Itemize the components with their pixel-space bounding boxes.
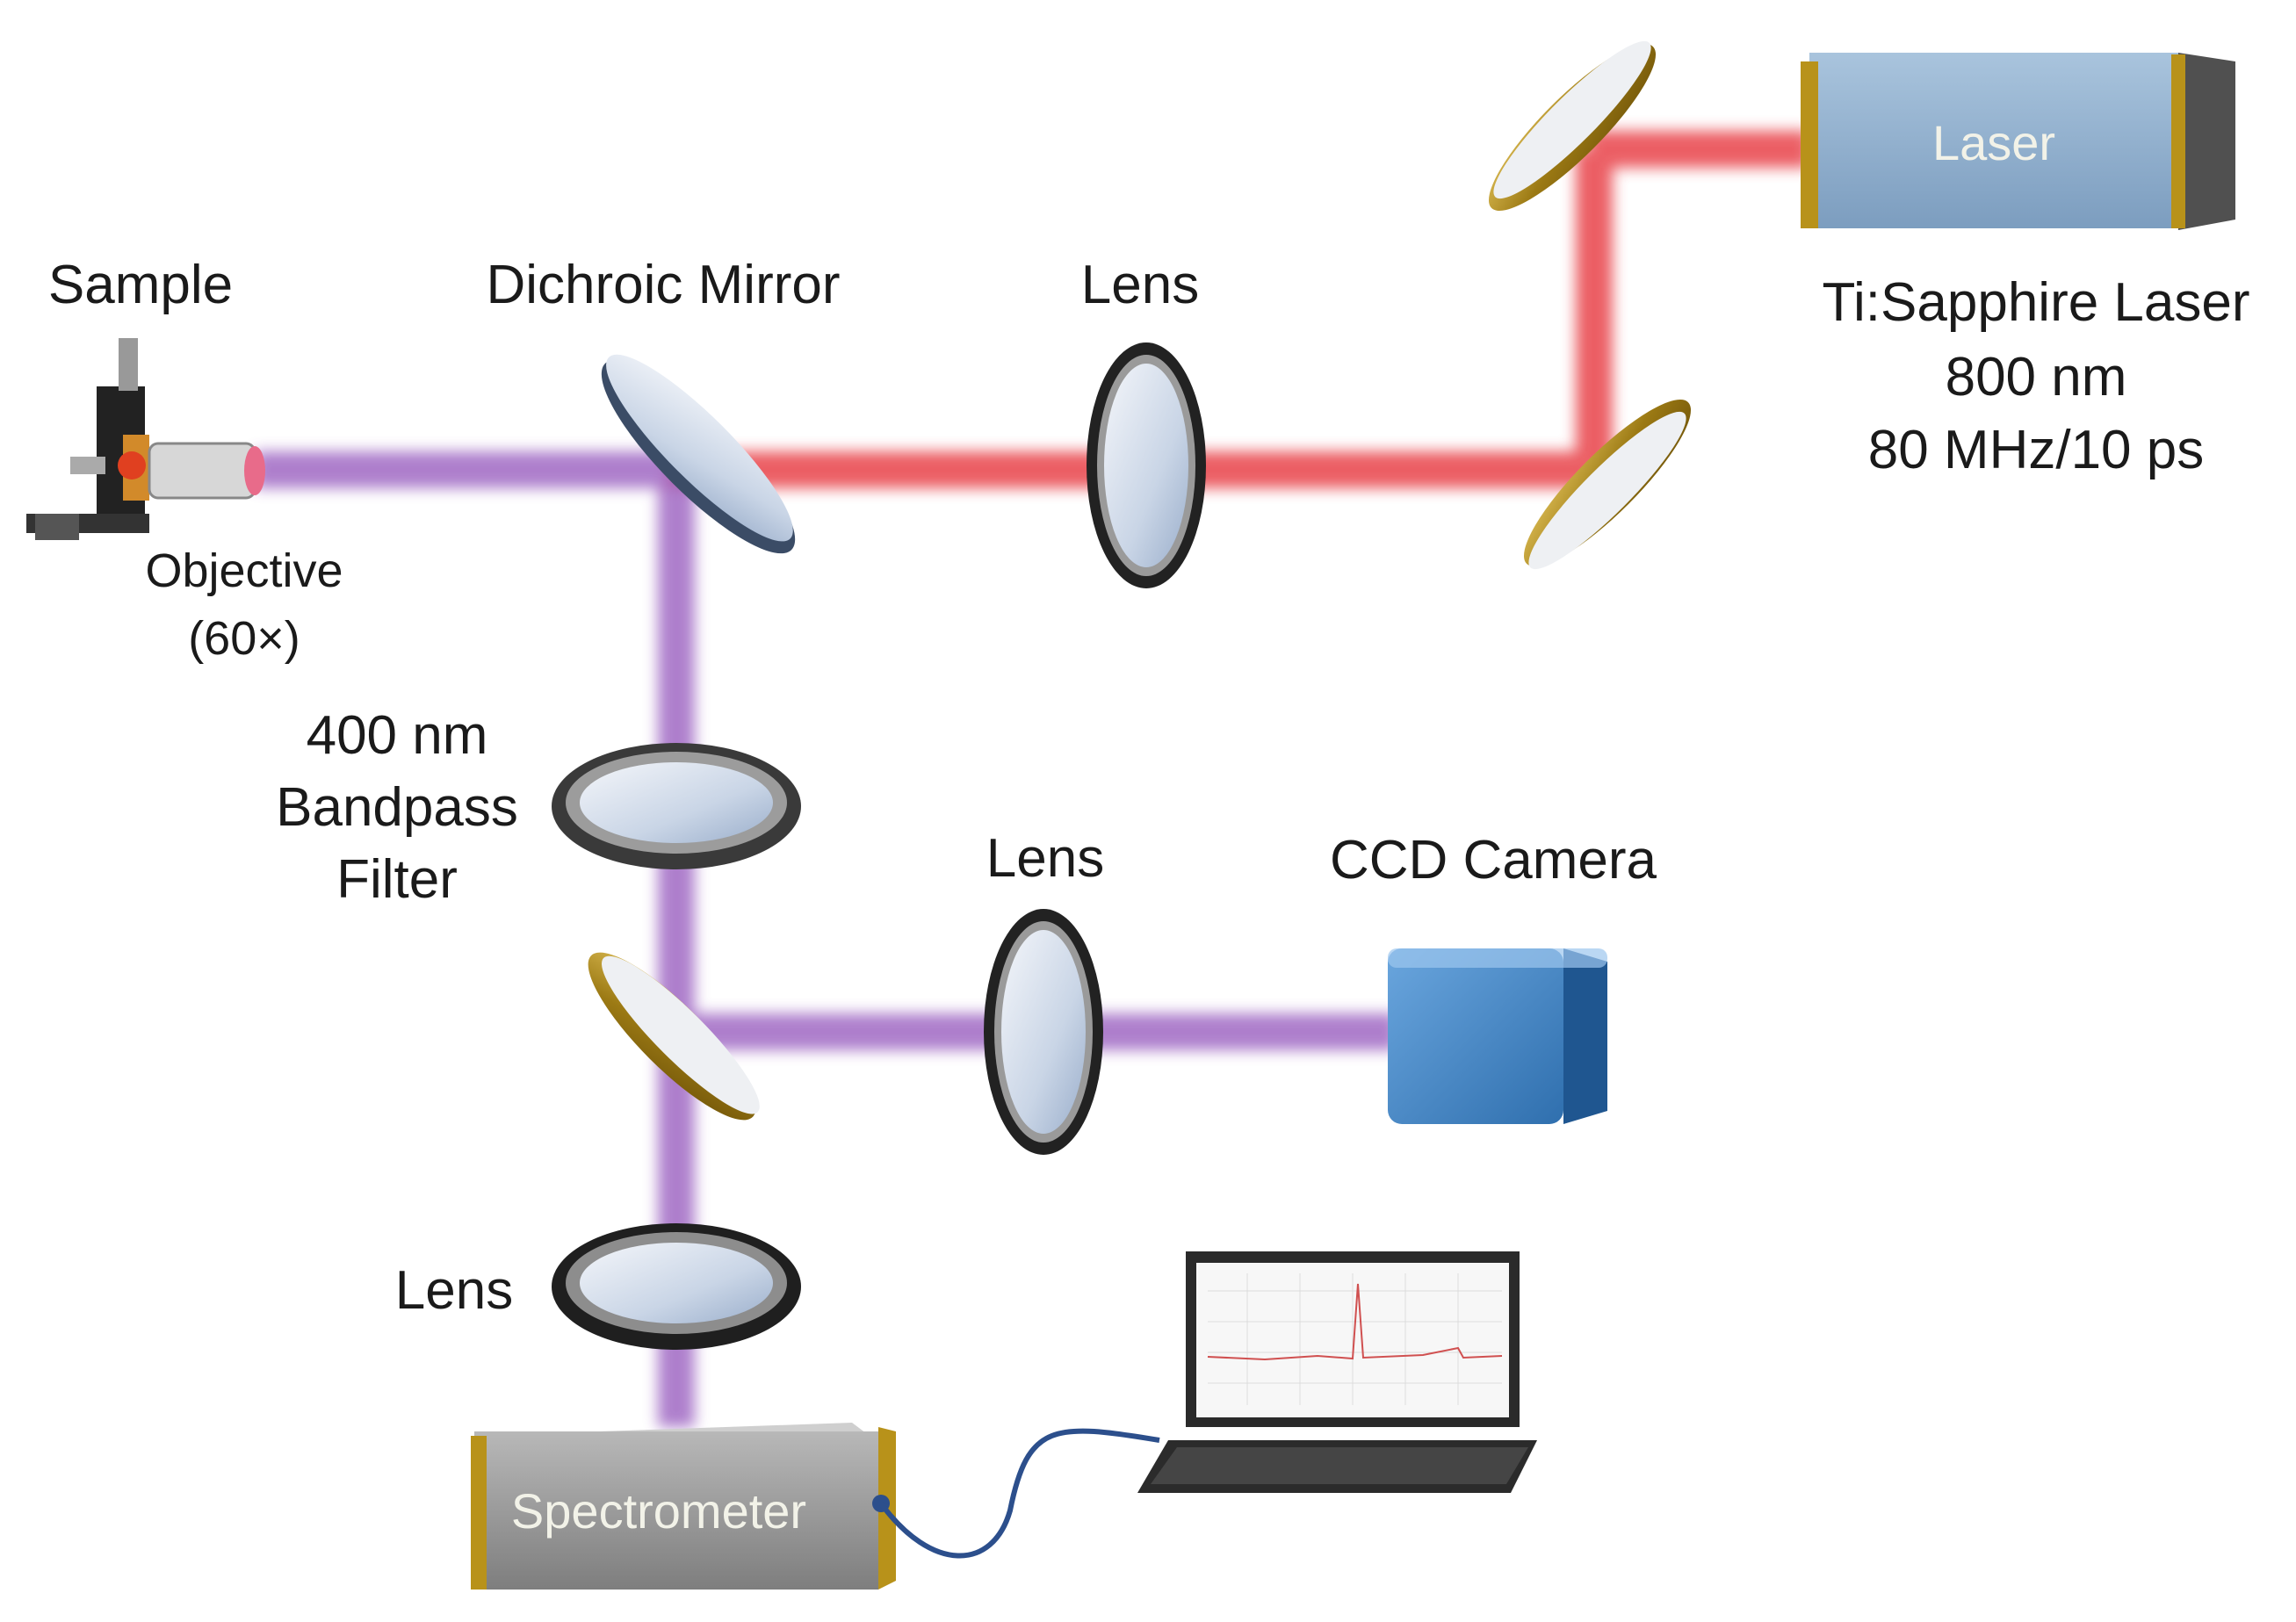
laser-wavelength-label: 800 nm — [1946, 347, 2127, 407]
objective-icon — [148, 442, 265, 500]
objective-label: Objective — [145, 544, 343, 597]
laptop-icon — [1137, 1251, 1537, 1493]
filter-label-line3: Filter — [336, 849, 458, 910]
laser-box: Laser — [1801, 53, 2235, 230]
filter-label-line2: Bandpass — [276, 777, 518, 838]
ccd-camera-label: CCD Camera — [1330, 830, 1657, 890]
spectrometer-box: Spectrometer — [471, 1423, 896, 1590]
laser-name-label: Ti:Sapphire Laser — [1822, 272, 2249, 333]
ccd-camera-icon — [1388, 948, 1607, 1124]
objective-magnification-label: (60×) — [188, 612, 300, 665]
spectrometer-label: Spectrometer — [511, 1483, 806, 1539]
sample-label: Sample — [48, 255, 233, 315]
laptop-spectrum-trace — [1207, 1283, 1503, 1361]
data-cable — [878, 1428, 1160, 1559]
dichroic-mirror-icon — [601, 354, 796, 554]
dichroic-mirror-label: Dichroic Mirror — [487, 255, 841, 315]
fold-mirror-lower-icon — [1523, 399, 1692, 570]
lens-bottom-icon — [552, 1223, 801, 1350]
bandpass-filter-icon — [552, 743, 801, 869]
lens-middle-label: Lens — [986, 828, 1104, 889]
lens-bottom-label: Lens — [395, 1260, 513, 1321]
lens-top-label: Lens — [1081, 255, 1199, 315]
laser-params-label: 80 MHz/10 ps — [1868, 420, 2205, 480]
laser-box-label: Laser — [1932, 115, 2055, 170]
filter-label-line1: 400 nm — [307, 705, 488, 766]
fold-mirror-upper-icon — [1488, 40, 1657, 212]
lens-middle-icon — [984, 909, 1103, 1155]
fold-mirror-middle-icon — [588, 952, 760, 1121]
sample-stage-icon — [26, 338, 149, 540]
lens-top-icon — [1087, 342, 1206, 588]
